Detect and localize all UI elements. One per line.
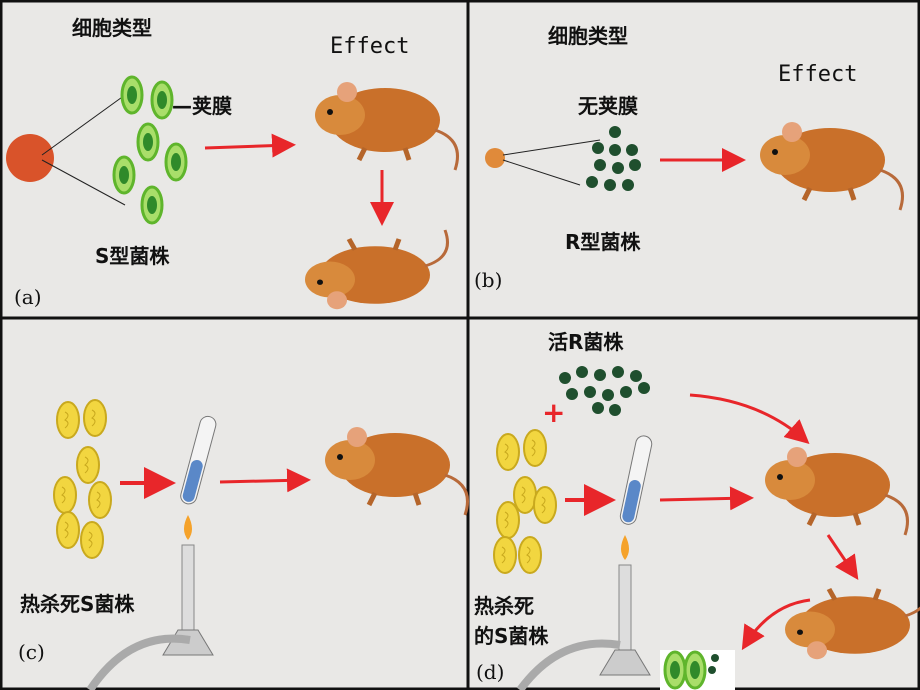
- mouse-alive: [315, 82, 458, 170]
- panel-c-label: (c): [18, 640, 45, 664]
- panel-b-title: 细胞类型: [548, 24, 628, 48]
- panel-d-label: (d): [476, 660, 505, 684]
- heat-killed-s-label: 热杀死S菌株: [20, 592, 135, 616]
- mouse-dead: [785, 580, 920, 659]
- live-r-label: 活R菌株: [548, 330, 624, 354]
- mouse-dead: [305, 230, 448, 309]
- mouse-alive: [325, 427, 468, 515]
- bacterium-sphere: [6, 134, 54, 182]
- r-strain-label: R型菌株: [565, 230, 641, 254]
- plus-sign: +: [542, 396, 566, 429]
- panel-b-graphics: [485, 122, 903, 210]
- capsule-text: 荚膜: [192, 94, 232, 118]
- capsule-label: —荚膜: [172, 94, 232, 118]
- panel-d-graphics: [493, 366, 920, 690]
- no-capsule-label: 无荚膜: [578, 94, 638, 118]
- panel-a-effect: Effect: [330, 34, 410, 59]
- panel-a-label: (a): [14, 285, 42, 309]
- panel-c-graphics: [53, 399, 468, 690]
- panel-a-title: 细胞类型: [72, 16, 152, 40]
- panel-b-label: (b): [474, 268, 503, 292]
- heat-killed-line2: 的S菌株: [474, 624, 549, 648]
- mouse-alive: [765, 447, 908, 535]
- panel-b-effect: Effect: [778, 62, 858, 87]
- panel-a-graphics: [6, 75, 458, 309]
- mouse-alive: [760, 122, 903, 210]
- heat-killed-line1: 热杀死: [474, 594, 534, 618]
- s-strain-label: S型菌株: [95, 244, 170, 268]
